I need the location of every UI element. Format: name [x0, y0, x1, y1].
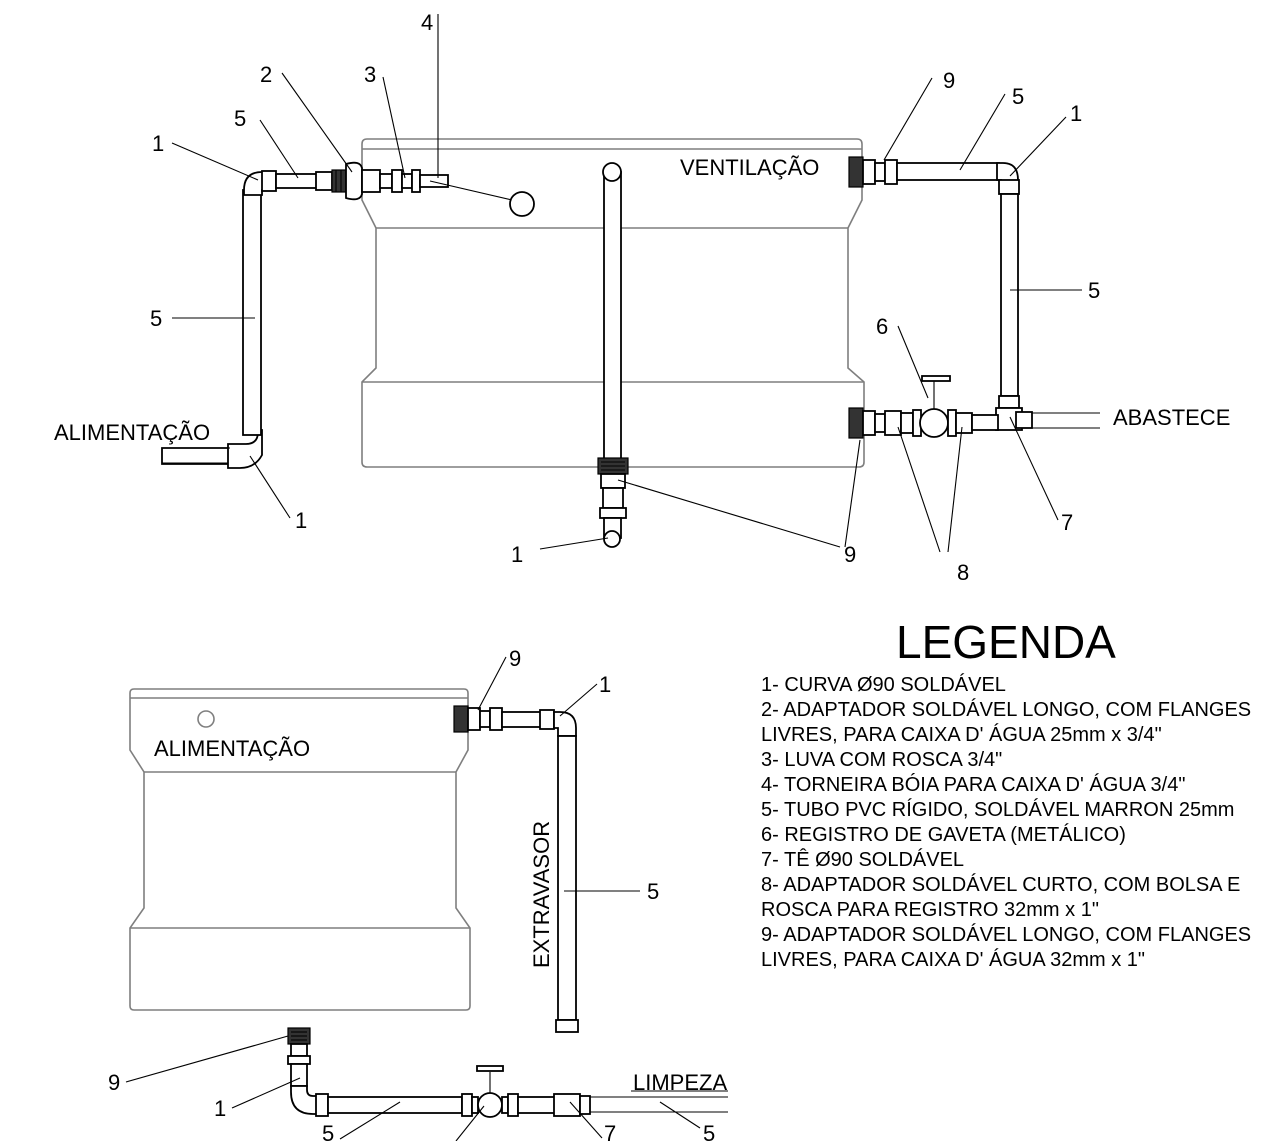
legend-line-3: LIVRES, PARA CAIXA D' ÁGUA 25mm x 3/4" [761, 723, 1162, 746]
top-callout-6: 6 [876, 314, 888, 339]
legend-line-10: ROSCA PARA REGISTRO 32mm x 1" [761, 899, 1099, 921]
top-callout-5b: 5 [150, 306, 162, 331]
top-callout-1b: 1 [295, 508, 307, 533]
top-callout-1d: 1 [1070, 101, 1082, 126]
bottom-callout-5b: 5 [322, 1121, 334, 1141]
top-alimentacao-label: ALIMENTAÇÃO [54, 420, 210, 445]
bottom-callout-9b: 9 [108, 1070, 120, 1095]
extravasor-label: EXTRAVASOR [529, 821, 554, 968]
legend-line-4: 3- LUVA COM ROSCA 3/4" [761, 749, 1002, 771]
legend-line-2: 2- ADAPTADOR SOLDÁVEL LONGO, COM FLANGES [761, 698, 1251, 721]
bottom-tank [129, 688, 471, 1011]
legend-line-6: 5- TUBO PVC RÍGIDO, SOLDÁVEL MARRON 25mm [761, 798, 1234, 821]
vent-pipe [597, 162, 629, 548]
top-callout-1c: 1 [511, 542, 523, 567]
bottom-diagram: ALIMENTAÇÃO EXTRAVASOR LIMPEZA 9 1 5 9 1… [108, 646, 728, 1146]
legend: LEGENDA 1- CURVA Ø90 SOLDÁVEL 2- ADAPTAD… [761, 616, 1251, 971]
top-callout-7: 7 [1061, 510, 1073, 535]
bottom-callout-5a: 5 [647, 879, 659, 904]
top-callout-5d: 5 [1088, 278, 1100, 303]
legend-title: LEGENDA [896, 616, 1116, 668]
top-diagram: VENTILAÇÃO ALIMENTAÇÃO ABASTECE 1 2 3 4 … [54, 10, 1230, 585]
overflow-pipe [453, 705, 579, 1033]
bottom-callout-7: 7 [604, 1121, 616, 1141]
bottom-callout-1a: 1 [599, 672, 611, 697]
bottom-callout-9a: 9 [509, 646, 521, 671]
ventilacao-label: VENTILAÇÃO [680, 155, 819, 180]
top-callout-8: 8 [957, 560, 969, 585]
top-callout-3: 3 [364, 62, 376, 87]
top-callout-5a: 5 [234, 106, 246, 131]
bottom-callout-1b: 1 [214, 1096, 226, 1121]
supply-line [848, 156, 1100, 439]
top-callout-4: 4 [421, 10, 433, 35]
legend-line-11: 9- ADAPTADOR SOLDÁVEL LONGO, COM FLANGES [761, 923, 1251, 946]
legend-line-9: 8- ADAPTADOR SOLDÁVEL CURTO, COM BOLSA E [761, 873, 1240, 896]
top-callout-1a: 1 [152, 131, 164, 156]
top-callout-9b: 9 [844, 542, 856, 567]
feed-line [161, 161, 535, 469]
legend-line-7: 6- REGISTRO DE GAVETA (METÁLICO) [761, 823, 1126, 846]
limpeza-label: LIMPEZA [633, 1070, 727, 1095]
legend-line-5: 4- TORNEIRA BÓIA PARA CAIXA D' ÁGUA 3/4" [761, 773, 1185, 796]
abastece-label: ABASTECE [1113, 405, 1230, 430]
drain-line [287, 1027, 728, 1118]
legend-line-1: 1- CURVA Ø90 SOLDÁVEL [761, 673, 1006, 696]
top-callout-5c: 5 [1012, 84, 1024, 109]
legend-line-8: 7- TÊ Ø90 SOLDÁVEL [761, 848, 964, 871]
bottom-alimentacao-label: ALIMENTAÇÃO [154, 736, 310, 761]
bottom-callout-5c: 5 [703, 1121, 715, 1141]
top-leaders [171, 14, 1082, 553]
legend-line-12: LIVRES, PARA CAIXA D' ÁGUA 32mm x 1" [761, 948, 1145, 971]
bottom-leaders [125, 656, 701, 1142]
top-callout-2: 2 [260, 62, 272, 87]
alimentacao-port [197, 710, 215, 728]
top-callout-9a: 9 [943, 68, 955, 93]
